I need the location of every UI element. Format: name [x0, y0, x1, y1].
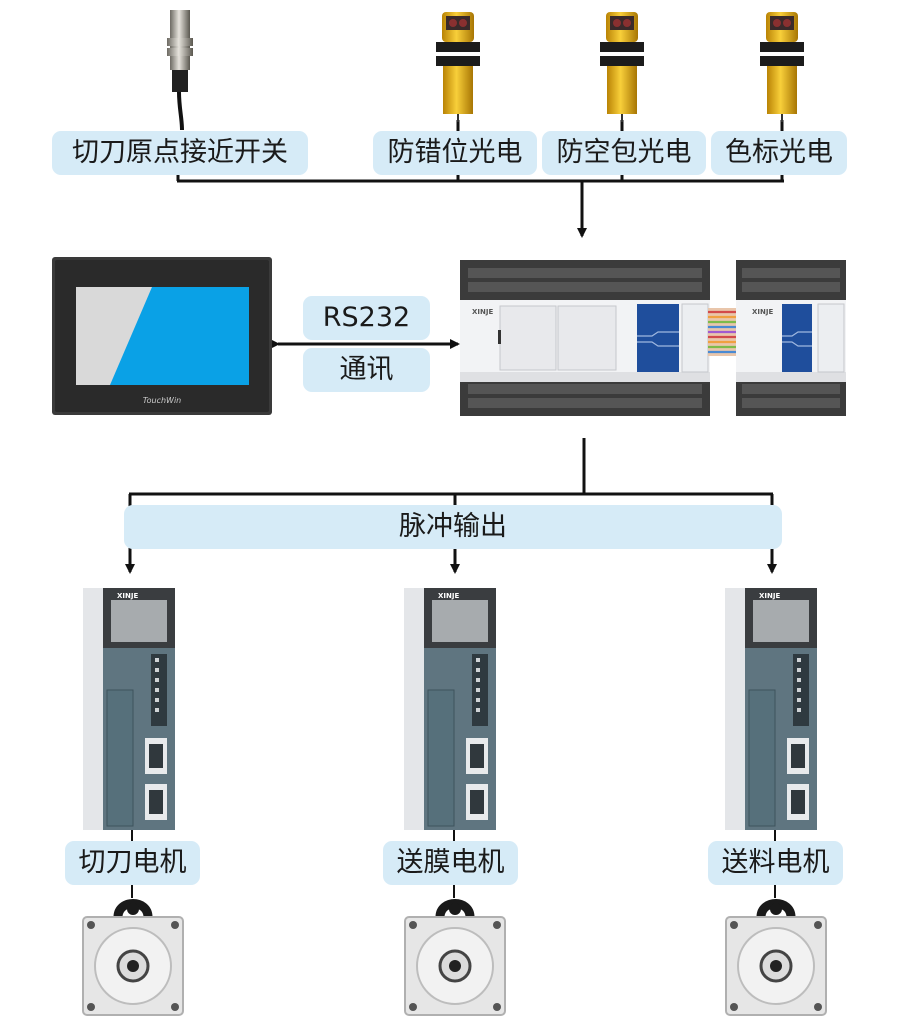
photoelectric-sensor-image-2	[600, 12, 644, 122]
servo-motor-image-2	[404, 899, 506, 1016]
hmi-touchscreen-image: TouchWin	[52, 257, 272, 415]
label-film-feed-motor: 送膜电机	[383, 841, 518, 885]
label-cutter-motor: 切刀电机	[65, 841, 200, 885]
hmi-brand-text: TouchWin	[143, 396, 182, 405]
label-material-feed-motor: 送料电机	[708, 841, 843, 885]
ribbon-cable-image	[708, 308, 738, 356]
servo-motor-image-1	[82, 899, 184, 1016]
label-empty-bag: 防空包光电	[542, 131, 706, 175]
proximity-switch-image	[167, 10, 193, 130]
servo-drive-image-3: XINJE	[725, 588, 817, 830]
servo-drive-image-1: XINJE	[83, 588, 175, 830]
plc-main-unit-image: XINJE	[460, 260, 710, 416]
photoelectric-sensor-image-1	[436, 12, 480, 122]
label-anti-misplace: 防错位光电	[373, 131, 537, 175]
plc-extension-module-image: XINJE	[736, 260, 846, 416]
drive-brand-text-2: XINJE	[438, 592, 459, 600]
photoelectric-sensor-image-3	[760, 12, 804, 122]
drive-brand-text-3: XINJE	[759, 592, 780, 600]
label-pulse-output: 脉冲输出	[124, 505, 782, 549]
plc-brand-text: XINJE	[472, 308, 493, 316]
label-origin-switch: 切刀原点接近开关	[52, 131, 308, 175]
label-color-mark: 色标光电	[711, 131, 847, 175]
label-rs232: RS232	[303, 296, 430, 340]
servo-motor-image-3	[725, 899, 827, 1016]
label-communication: 通讯	[303, 348, 430, 392]
drive-brand-text-1: XINJE	[117, 592, 138, 600]
servo-drive-image-2: XINJE	[404, 588, 496, 830]
plc-ext-brand-text: XINJE	[752, 308, 773, 316]
